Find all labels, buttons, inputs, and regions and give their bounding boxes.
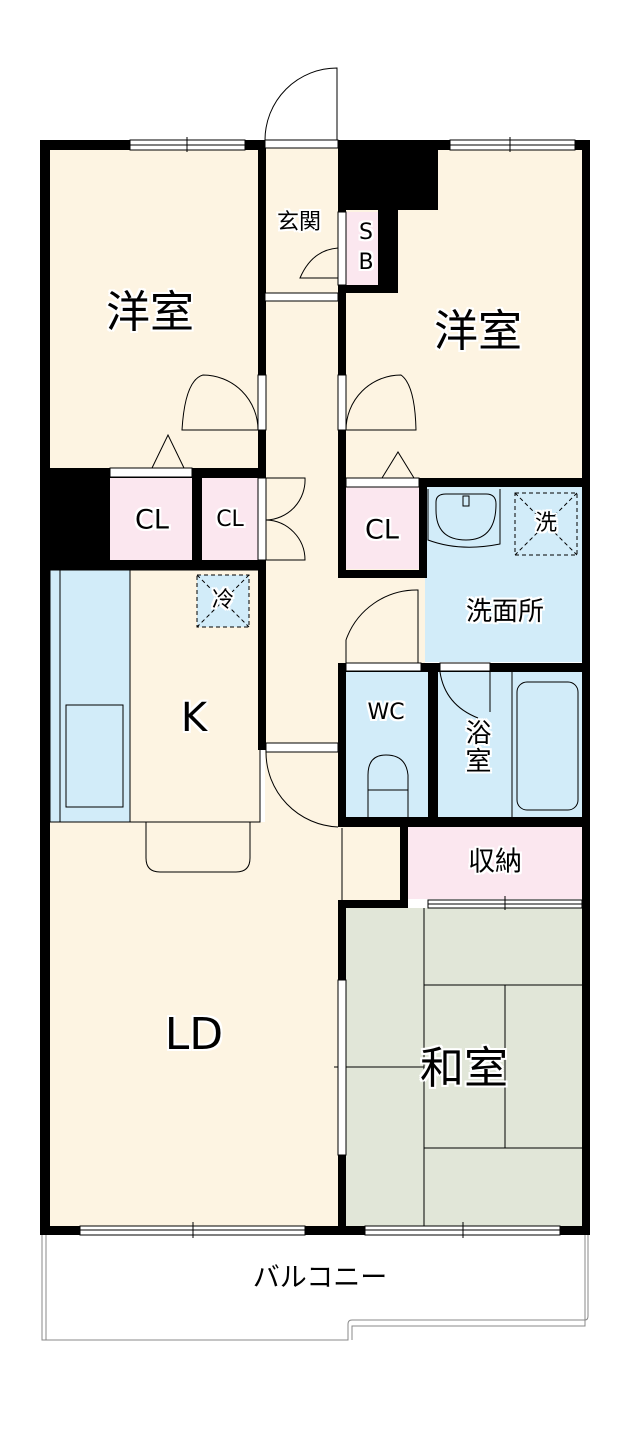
floor-bath (438, 672, 582, 817)
label-living-dining: LD (164, 1009, 224, 1060)
floor-closet-2 (202, 478, 259, 560)
label-storage: 収納 (468, 846, 522, 878)
floors (49, 148, 582, 1227)
floor-wc (346, 672, 428, 817)
floor-closet-sb (346, 212, 378, 285)
floor-ld (50, 822, 338, 1227)
floor-storage (408, 827, 582, 899)
label-closet-right: CL (365, 514, 399, 546)
sink-basin (427, 489, 501, 548)
label-closet-left-1: CL (135, 504, 169, 536)
kitchen-bar (145, 822, 251, 873)
floor-washroom (425, 487, 582, 662)
toilet (367, 754, 409, 820)
label-entrance: 玄関 (276, 210, 322, 235)
floor-ld-ext (338, 822, 408, 902)
label-toilet: WC (367, 700, 405, 725)
label-washer: 洗 (534, 511, 558, 536)
stove (65, 704, 124, 808)
label-western-room-left: 洋室 (106, 287, 194, 338)
balcony-outline (41, 1235, 589, 1341)
label-shoe-box-b: B (358, 250, 374, 275)
floor-closet-3 (346, 487, 419, 569)
label-washroom: 洗面所 (465, 597, 545, 627)
label-balcony: バルコニー (252, 1262, 388, 1294)
floor-closet-1 (110, 478, 192, 560)
label-bathroom: 浴室 (461, 719, 491, 775)
fixtures (59, 489, 582, 1226)
label-kitchen: K (180, 695, 208, 741)
label-western-room-right: 洋室 (434, 306, 522, 357)
label-fridge: 冷 (211, 588, 235, 613)
label-japanese-room: 和室 (420, 1043, 508, 1094)
washer-space (514, 492, 578, 556)
windows (79, 137, 583, 1238)
floor-western-left (50, 148, 258, 468)
bathtub (516, 681, 579, 811)
door-swings (151, 67, 419, 828)
label-shoe-box-s: S (359, 220, 373, 245)
label-closet-left-2: CL (216, 507, 244, 532)
floor-entrance-hall (265, 148, 345, 828)
